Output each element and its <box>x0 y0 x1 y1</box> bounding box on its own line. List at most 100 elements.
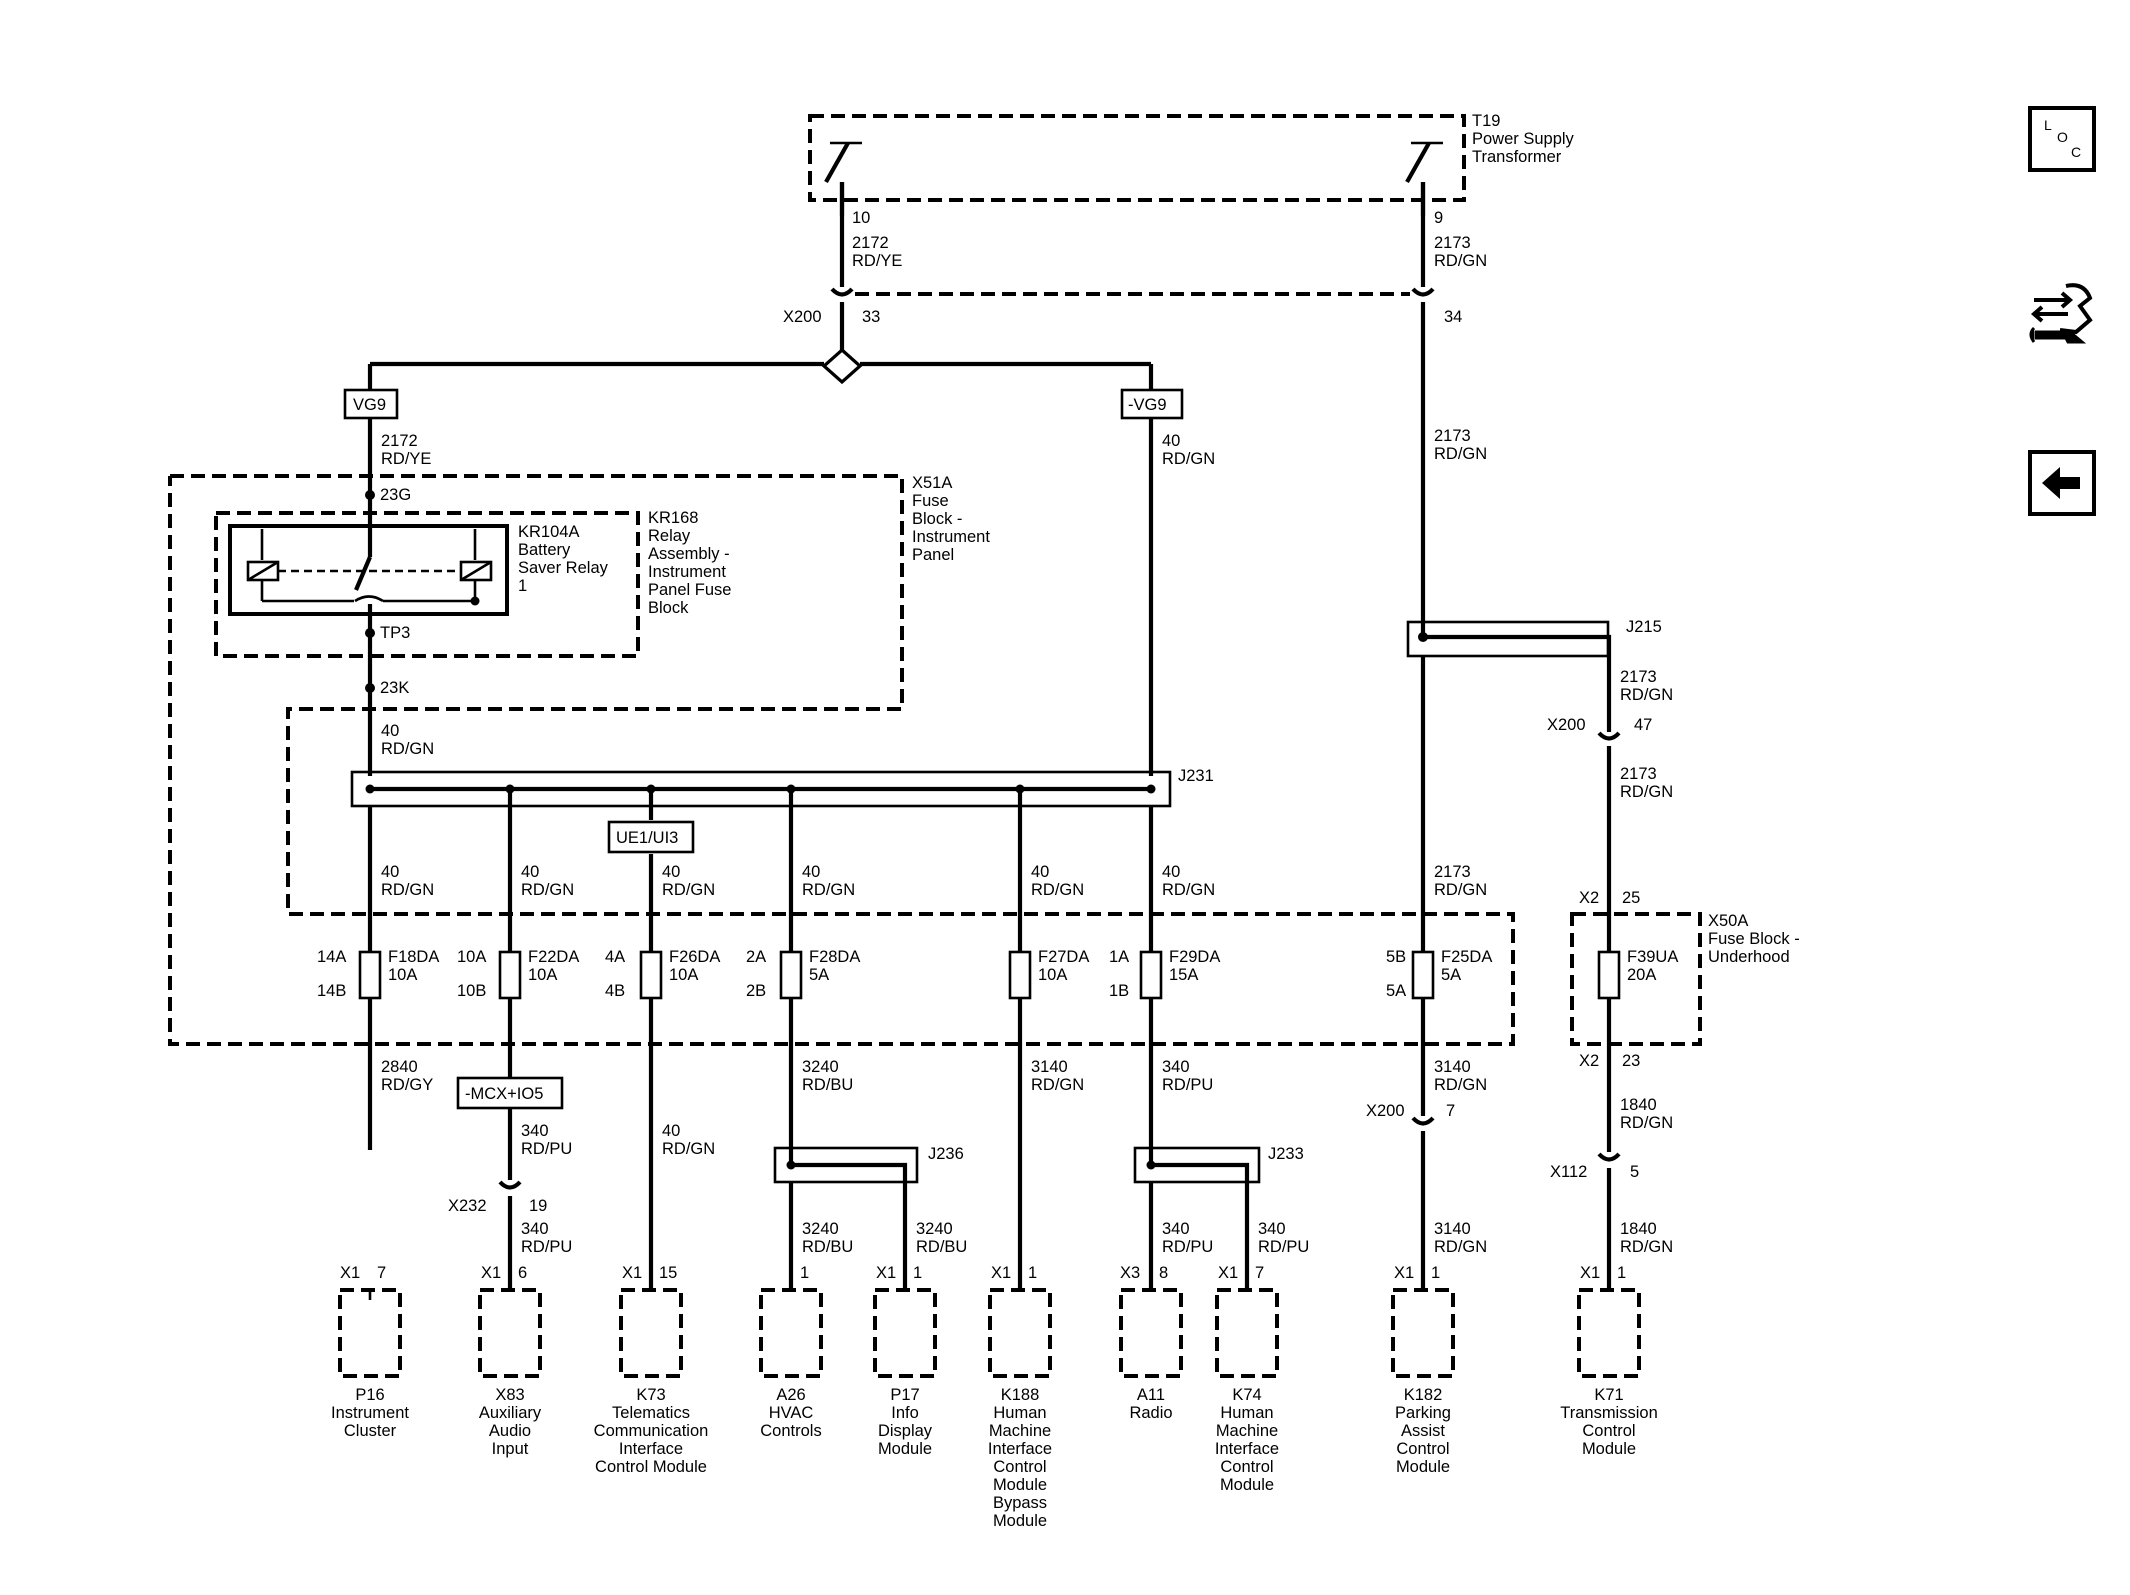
schematic-label: 2173 <box>1434 427 1471 445</box>
schematic-label: Relay <box>648 527 691 545</box>
schematic-label: Fuse <box>912 492 949 510</box>
schematic-label: 47 <box>1634 716 1652 734</box>
schematic-label: -VG9 <box>1128 396 1167 414</box>
schematic-label: Control Module <box>595 1458 707 1476</box>
schematic-label: 15A <box>1169 966 1198 984</box>
schematic-label: TP3 <box>380 624 410 642</box>
schematic-label: Module <box>993 1512 1047 1530</box>
schematic-label: O <box>2057 129 2068 145</box>
schematic-label: X3 <box>1120 1264 1140 1282</box>
schematic-label: RD/GN <box>1031 881 1084 899</box>
schematic-label: 3140 <box>1434 1220 1471 1238</box>
schematic-label: Assembly - <box>648 545 730 563</box>
schematic-label: X200 <box>783 308 822 326</box>
schematic-label: 34 <box>1444 308 1462 326</box>
schematic-label: RD/GN <box>662 881 715 899</box>
connector-diagnosis-icon[interactable] <box>2029 283 2093 344</box>
schematic-label: 2840 <box>381 1058 418 1076</box>
schematic-label: RD/GN <box>1162 450 1215 468</box>
connector-symbol <box>498 1180 522 1190</box>
schematic-label: X2 <box>1579 889 1599 907</box>
schematic-label: Human <box>993 1404 1046 1422</box>
schematic-label: 1 <box>800 1264 809 1282</box>
schematic-label: Control <box>1220 1458 1273 1476</box>
x51a-fuse-block-outline <box>168 474 1515 1046</box>
t19-label: T19 <box>1472 112 1500 130</box>
schematic-label: J236 <box>928 1145 964 1163</box>
t19-label-line: Transformer <box>1472 148 1562 166</box>
schematic-label: X1 <box>1580 1264 1600 1282</box>
schematic-label: Telematics <box>612 1404 690 1422</box>
location-icon[interactable]: L O C <box>2028 106 2096 172</box>
schematic-label: 9 <box>1434 209 1443 227</box>
kr168-relay-assembly <box>214 511 640 658</box>
schematic-label: Panel Fuse <box>648 581 731 599</box>
schematic-label: 1840 <box>1620 1220 1657 1238</box>
schematic-label: P17 <box>890 1386 919 1404</box>
schematic-label: 2173 <box>1434 234 1471 252</box>
schematic-label: 1 <box>913 1264 922 1282</box>
schematic-label: X1 <box>340 1264 360 1282</box>
splice-diamond <box>821 347 863 385</box>
schematic-label: A11 <box>1137 1386 1165 1404</box>
schematic-label: X1 <box>1394 1264 1414 1282</box>
connector-symbol <box>1411 287 1435 297</box>
schematic-label: F27DA <box>1038 948 1089 966</box>
schematic-label: RD/GN <box>1434 881 1487 899</box>
back-arrow-icon[interactable] <box>2028 450 2096 516</box>
schematic-label: RD/GN <box>1031 1076 1084 1094</box>
schematic-label: 10A <box>1038 966 1067 984</box>
schematic-label: 2173 <box>1434 863 1471 881</box>
schematic-label: RD/GN <box>1620 686 1673 704</box>
schematic-label: X50A <box>1708 912 1748 930</box>
schematic-label: 340 <box>1258 1220 1286 1238</box>
schematic-label: 1 <box>1617 1264 1626 1282</box>
option-mcx-io5: -MCX+IO5 <box>456 1076 564 1110</box>
schematic-label: 4B <box>605 982 625 1000</box>
schematic-label: F22DA <box>528 948 579 966</box>
schematic-label: A26 <box>776 1386 805 1404</box>
schematic-label: F26DA <box>669 948 720 966</box>
schematic-label: Control <box>993 1458 1046 1476</box>
schematic-label: 3240 <box>916 1220 953 1238</box>
schematic-label: Input <box>492 1440 529 1458</box>
schematic-label: Communication <box>594 1422 709 1440</box>
schematic-label: K71 <box>1594 1386 1623 1404</box>
schematic-label: 40 <box>662 863 680 881</box>
splice-j215: J215 <box>1406 618 1662 658</box>
schematic-label: 2173 <box>1620 668 1657 686</box>
kr104a-battery-saver-relay: KR104A Battery Saver Relay 1 <box>228 523 609 616</box>
schematic-label: 14B <box>317 982 346 1000</box>
schematic-label: 5B <box>1386 948 1406 966</box>
schematic-label: 3240 <box>802 1058 839 1076</box>
schematic-label: RD/BU <box>802 1076 853 1094</box>
schematic-label: RD/GN <box>1162 881 1215 899</box>
schematic-label: Module <box>1220 1476 1274 1494</box>
schematic-label: X1 <box>622 1264 642 1282</box>
schematic-label: 40 <box>1162 863 1180 881</box>
schematic-label: X1 <box>991 1264 1011 1282</box>
connector-symbol <box>1597 731 1621 741</box>
schematic-label: X83 <box>495 1386 524 1404</box>
schematic-label: Display <box>878 1422 933 1440</box>
schematic-label: Instrument <box>912 528 990 546</box>
schematic-label: 340 <box>1162 1220 1190 1238</box>
schematic-label: RD/GN <box>1434 1076 1487 1094</box>
schematic-label: 1 <box>1431 1264 1440 1282</box>
option-vg9: VG9 <box>343 388 399 420</box>
schematic-label: L <box>2044 117 2052 133</box>
schematic-label: RD/GN <box>662 1140 715 1158</box>
splice-j231: J231 <box>350 767 1214 808</box>
schematic-label: RD/PU <box>1162 1238 1213 1256</box>
schematic-label: Bypass <box>993 1494 1047 1512</box>
schematic-label: 340 <box>1162 1058 1190 1076</box>
schematic-label: 40 <box>1031 863 1049 881</box>
schematic-label: Underhood <box>1708 948 1790 966</box>
schematic-label: 8 <box>1159 1264 1168 1282</box>
schematic-label: 40 <box>521 863 539 881</box>
schematic-label: K74 <box>1232 1386 1261 1404</box>
